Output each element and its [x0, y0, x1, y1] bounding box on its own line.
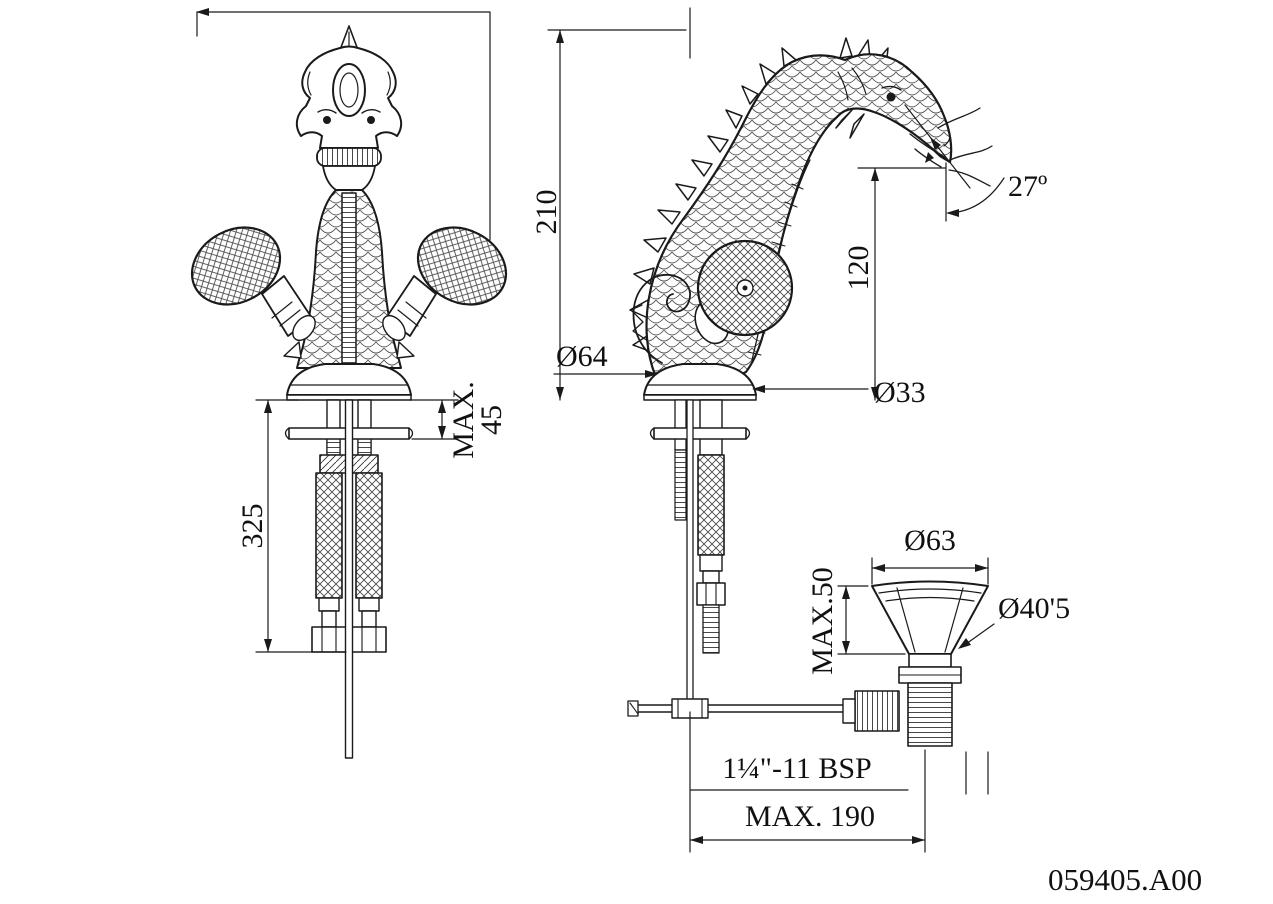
- part-number: 059405.A00: [1048, 862, 1202, 897]
- popup-rod-side: [686, 399, 694, 707]
- dragon-body: [645, 53, 953, 377]
- dragon-spikes: [629, 37, 889, 353]
- dim-spout-angle: 27º: [1008, 170, 1047, 203]
- popup-rod-front: [344, 399, 354, 759]
- handle-right[interactable]: [378, 213, 519, 345]
- dim-max-reach: MAX. 190: [745, 800, 875, 833]
- front-belly-ridge: [341, 192, 357, 366]
- dragon-eye: [886, 92, 896, 102]
- dim-drain-counter-max: MAX.50: [806, 567, 839, 675]
- supply-hose-right: [355, 472, 383, 599]
- dim-counter-max-value: 45: [475, 405, 508, 435]
- handle-right-knob: [416, 226, 508, 306]
- dim-spout-height: 120: [842, 246, 875, 291]
- dim-drain-body-diameter: Ø40'5: [998, 592, 1070, 625]
- drain-funnel: [871, 580, 989, 655]
- hose-hex-nut-right: [351, 626, 387, 653]
- dim-drain-flange-diameter: Ø63: [904, 524, 956, 557]
- dim-total-height: 210: [530, 190, 563, 235]
- dim-counter-max-label: MAX.: [447, 381, 480, 459]
- drain-tailpiece: [907, 682, 953, 747]
- dragon-whiskers: [937, 107, 993, 187]
- front-plumbing: [284, 399, 414, 759]
- side-plumbing: [627, 399, 863, 719]
- dim-hose-length: 325: [236, 504, 269, 549]
- front-mouth-opening: [332, 63, 366, 117]
- front-base: [286, 363, 412, 396]
- handle-left[interactable]: [178, 213, 319, 345]
- front-eye-right: [367, 116, 375, 124]
- front-mouth-band: [316, 147, 382, 167]
- drain-assembly: [842, 580, 989, 747]
- side-view: [627, 37, 993, 719]
- popup-horizontal-rod: [629, 704, 863, 713]
- supply-hose-left: [315, 472, 343, 599]
- dragon-tail-curl: [632, 274, 691, 364]
- hose-hex-nut-left: [311, 626, 347, 653]
- dim-base-diameter: Ø64: [556, 340, 608, 373]
- dimension-labels: 210 120 27º Ø64 Ø33 MAX. 45 325 Ø63 MAX.…: [236, 170, 1202, 897]
- handle-left-knob: [190, 226, 282, 306]
- front-view: [178, 25, 519, 759]
- drain-rod-nut: [854, 690, 900, 732]
- front-eye-left: [323, 116, 331, 124]
- dim-thread-spec: 1¼"-11 BSP: [722, 752, 872, 785]
- dim-shank-diameter: Ø33: [874, 376, 926, 409]
- dimension-lines: [196, 7, 1005, 853]
- side-supply-hose: [697, 454, 725, 556]
